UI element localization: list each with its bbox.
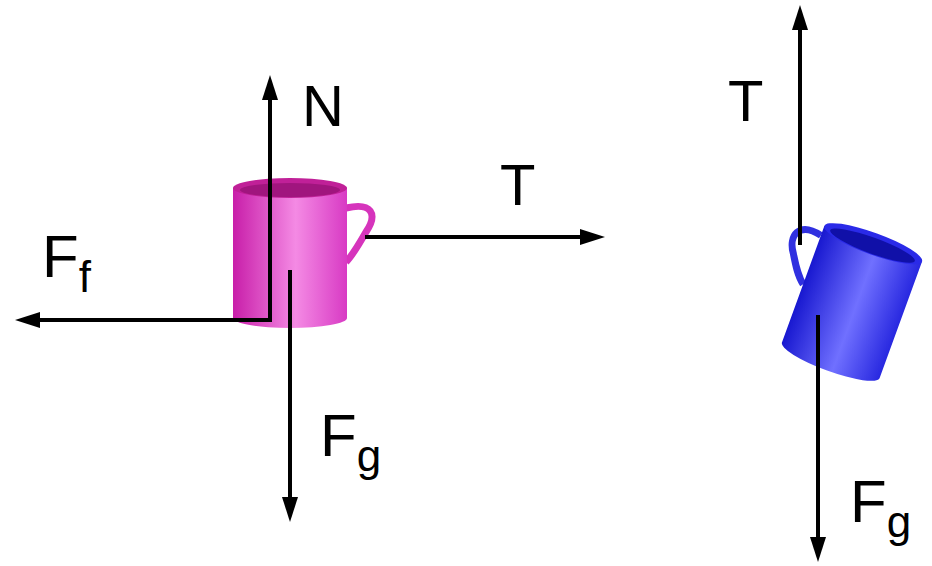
force-label: T xyxy=(500,156,535,214)
force-label: Fg xyxy=(850,500,911,544)
arrow-head xyxy=(580,229,605,245)
blue-mug xyxy=(755,207,926,388)
gravity-arrow xyxy=(816,315,820,541)
force-label: T xyxy=(728,72,763,130)
force-arrows-blue xyxy=(800,26,818,541)
force-label: N xyxy=(302,77,344,135)
tension-arrow xyxy=(365,235,584,239)
force-label: Fg xyxy=(320,434,381,478)
arrow-head xyxy=(810,537,826,562)
arrow-head xyxy=(15,312,40,328)
pink-mug xyxy=(233,178,372,328)
friction-arrow xyxy=(36,318,270,322)
arrow-head xyxy=(262,75,278,100)
mug-opening xyxy=(233,178,347,198)
force-arrows-pink xyxy=(36,96,584,500)
mug-handle xyxy=(346,206,372,262)
mug-inside xyxy=(827,223,917,269)
arrow-heads-blue xyxy=(792,5,826,562)
mug-inside xyxy=(240,183,340,197)
force-label: Ff xyxy=(42,255,91,299)
normal-force-arrow xyxy=(268,96,272,322)
arrow-heads-pink xyxy=(15,75,605,522)
arrow-head xyxy=(792,5,808,30)
tension-arrow xyxy=(798,26,802,245)
arrow-head xyxy=(282,497,298,522)
gravity-arrow xyxy=(288,270,292,500)
mug-opening xyxy=(821,216,926,272)
